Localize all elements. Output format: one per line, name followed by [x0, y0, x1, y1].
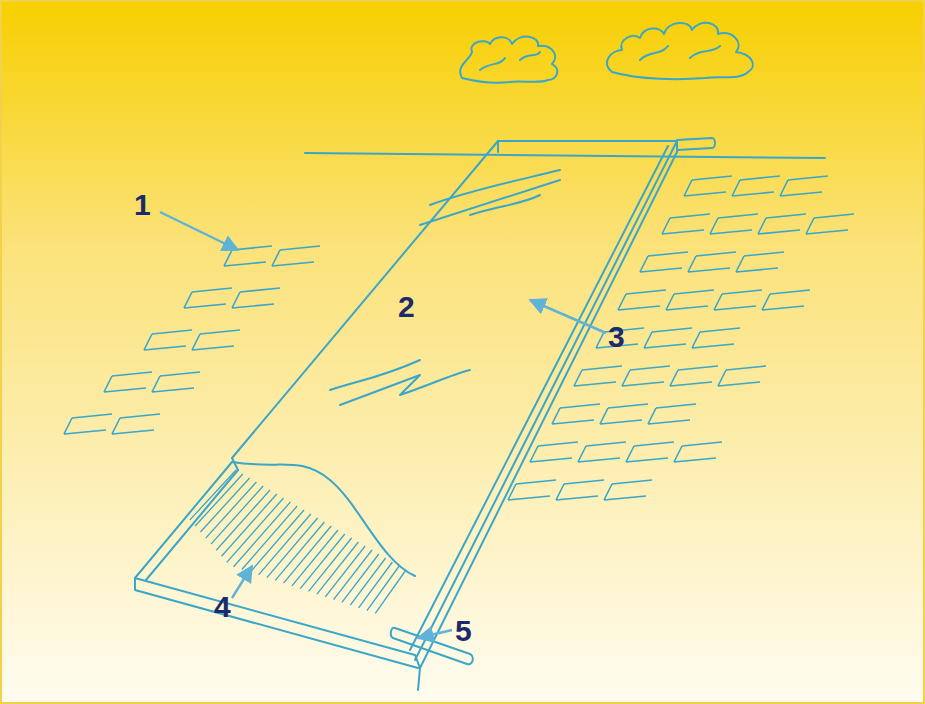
absorber-fin	[250, 510, 304, 572]
absorber-fin	[334, 550, 372, 600]
absorber-fin	[292, 530, 338, 586]
leader-line	[160, 212, 238, 250]
glass-cut-edge	[232, 462, 415, 576]
glass-reflection	[330, 360, 470, 405]
roof-tile	[508, 480, 556, 500]
leader-line	[418, 630, 452, 638]
absorber-fin	[375, 570, 406, 613]
absorber-fin	[350, 558, 385, 605]
absorber-fin	[267, 518, 318, 578]
roof-tile	[666, 290, 714, 310]
roof-tile	[604, 480, 652, 500]
absorber-fin	[227, 498, 284, 562]
bush-detail	[480, 46, 720, 70]
roof-tile	[144, 330, 192, 350]
roof-tile	[64, 414, 112, 434]
roof-tile	[192, 330, 240, 350]
frame-top	[498, 140, 677, 142]
absorber-fin	[275, 522, 324, 580]
callout-number: 3	[608, 322, 625, 352]
roof-tile	[232, 288, 280, 308]
roof-tile	[762, 290, 810, 310]
roof-tile	[574, 366, 622, 386]
roof-tile	[732, 176, 780, 196]
roof-tile	[806, 214, 854, 234]
glass-left-edge	[232, 141, 498, 470]
roof-tile	[688, 252, 736, 272]
bush	[460, 37, 557, 83]
roof-tile	[224, 246, 272, 266]
roof-tile	[600, 404, 648, 424]
roof-tile	[714, 290, 762, 310]
glass-reflection	[420, 170, 560, 225]
absorber-fin	[259, 514, 311, 575]
leader-lines	[160, 212, 606, 638]
roof-tile	[152, 372, 200, 392]
roof-tile	[718, 366, 766, 386]
absorber-fin	[309, 538, 352, 591]
roof-tile	[674, 442, 722, 462]
callout-number: 2	[398, 292, 415, 322]
leader-line	[530, 300, 606, 333]
roof-tile	[530, 442, 578, 462]
absorber-fin	[284, 526, 332, 583]
absorber-fin	[216, 490, 270, 550]
absorber-fin	[242, 506, 297, 569]
roof-tile	[184, 288, 232, 308]
roof-tile	[556, 480, 604, 500]
absorber-fin	[211, 486, 263, 544]
roof-tile	[644, 328, 692, 348]
absorber-fin	[342, 554, 379, 602]
outlet-pipe	[677, 138, 715, 150]
absorber-fin	[367, 566, 399, 611]
absorber-fin	[195, 474, 243, 526]
absorber-fin	[317, 542, 358, 594]
roof-tile	[622, 366, 670, 386]
frame-bottom	[135, 578, 420, 690]
roof-tile	[710, 214, 758, 234]
absorber-edge	[135, 462, 238, 580]
absorber-fin	[206, 482, 257, 538]
roof-tile	[552, 404, 600, 424]
roof-tile	[104, 372, 152, 392]
absorber-fin	[325, 546, 365, 597]
roof-ridge	[305, 153, 825, 158]
roof-tile	[272, 246, 320, 266]
absorber-fin	[359, 562, 393, 608]
absorber-fin	[222, 494, 277, 556]
roof-tiles	[64, 176, 854, 500]
roof-tile	[618, 290, 666, 310]
callout-number: 4	[214, 592, 231, 622]
bush	[607, 23, 753, 79]
roof-tile	[648, 404, 696, 424]
roof-tile	[626, 442, 674, 462]
roof-tile	[640, 252, 688, 272]
roof-tile	[112, 414, 160, 434]
callout-number: 1	[134, 190, 151, 220]
roof-tile	[692, 328, 740, 348]
roof-tile	[780, 176, 828, 196]
collector-lines	[135, 23, 825, 690]
leader-line	[232, 566, 252, 598]
absorber-fin	[200, 478, 249, 532]
frame-side	[410, 141, 677, 668]
roof-tile	[662, 214, 710, 234]
roof-tile	[578, 442, 626, 462]
roof-tile	[670, 366, 718, 386]
roof-tile	[736, 252, 784, 272]
roof-tile	[684, 176, 732, 196]
callout-number: 5	[455, 616, 472, 646]
roof-tile	[758, 214, 806, 234]
absorber-fin	[234, 502, 291, 567]
